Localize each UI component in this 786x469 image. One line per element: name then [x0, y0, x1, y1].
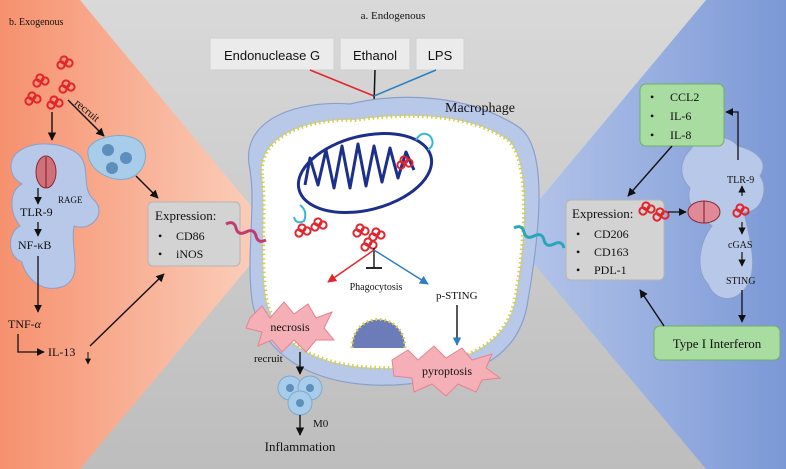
- sting-label: STING: [726, 276, 755, 287]
- recruit-arrow-left: [67, 99, 105, 137]
- tlr9-right-label: TLR-9: [727, 175, 754, 186]
- left-expression-item-cd86: CD86: [176, 229, 205, 243]
- right-expression-box: [565, 199, 665, 281]
- tnf-to-il13-arrow: [17, 334, 45, 356]
- right-expression-item-cd206: CD206: [594, 227, 629, 241]
- stimulus-ethanol-label: Ethanol: [353, 48, 397, 63]
- right-macrophage: [681, 136, 765, 299]
- tlr9-to-cytokine-arrow: [725, 108, 739, 160]
- mtdna-strand-icon: [293, 204, 307, 224]
- right-expression-title: Expression:: [572, 206, 633, 221]
- recruited-cells-icon: [87, 135, 146, 180]
- left-expression-bullet-1: •: [158, 229, 162, 243]
- left-expression-item-inos: iNOS: [176, 247, 203, 261]
- endogenous-title: a. Endogenous: [361, 10, 426, 22]
- rage-receptor-icon: [35, 155, 57, 189]
- interferon-to-expression-arrow: [639, 289, 665, 327]
- necrosis-burst: [245, 301, 336, 353]
- recruit-label-center: recruit: [254, 353, 283, 365]
- right-expression-bullet-1: •: [576, 227, 580, 241]
- right-receptor-icon: [513, 225, 566, 249]
- cytokine-bullet-2: •: [650, 109, 654, 123]
- left-expression-bullet-2: •: [158, 247, 162, 261]
- red-arrow-necrosis: [327, 249, 375, 283]
- tlr9-receptor-icon: [687, 200, 721, 224]
- tlr9-left-label: TLR-9: [20, 205, 53, 219]
- il13-label: IL-13: [48, 345, 75, 359]
- exogenous-panel: [0, 0, 275, 469]
- cytokine-to-expression-arrow: [627, 145, 673, 197]
- ethanol-line: [373, 69, 376, 105]
- right-expression-item-cd163: CD163: [594, 245, 629, 259]
- interferon-label: Type I Interferon: [673, 336, 762, 351]
- lps-line: [373, 69, 437, 97]
- right-expression-bullet-2: •: [576, 245, 580, 259]
- stimulus-endonuclease-label: Endonuclease G: [224, 48, 320, 63]
- cytokine-il6: IL-6: [670, 109, 691, 123]
- exogenous-title: b. Exogenous: [9, 17, 64, 28]
- phagocytosis-label: Phagocytosis: [350, 282, 403, 293]
- m0-label: M0: [313, 418, 329, 430]
- cytokine-ccl2: CCL2: [670, 90, 699, 104]
- macrophage-label: Macrophage: [445, 101, 515, 116]
- cytokine-bullet-3: •: [650, 128, 654, 142]
- right-expression-item-pdl1: PDL-1: [594, 263, 627, 277]
- psting-label: p-STING: [436, 290, 478, 302]
- tnf-prefix: TNF-: [8, 317, 35, 331]
- recruited-to-expression-arrow: [135, 175, 159, 199]
- pyroptosis-label: pyroptosis: [422, 364, 472, 378]
- stimulus-box-endonuclease: [209, 37, 335, 71]
- exogenous-macrophage: [10, 143, 100, 289]
- endonuclease-line: [309, 69, 375, 97]
- blue-arrow-psting: [373, 249, 429, 285]
- rage-label: RAGE: [58, 195, 83, 205]
- stimulus-box-lps: [415, 37, 465, 71]
- nfkb-label: NF-κB: [18, 238, 51, 252]
- tnf-alpha: α: [35, 317, 42, 331]
- left-expression-title: Expression:: [155, 208, 216, 223]
- m0-cells-icon: [277, 375, 323, 416]
- right-expression-bullet-3: •: [576, 263, 580, 277]
- cytokine-bullet-1: •: [650, 90, 654, 104]
- pyroptosis-burst: [391, 345, 502, 397]
- inflammation-label: Inflammation: [265, 439, 336, 454]
- interferon-box: [653, 325, 781, 361]
- stimulus-lps-label: LPS: [428, 48, 453, 63]
- necrosis-label: necrosis: [270, 320, 310, 334]
- cgas-label: cGAS: [728, 240, 752, 251]
- tnf-label: TNF-α: [8, 317, 42, 331]
- cytokine-il8: IL-8: [670, 128, 691, 142]
- membrane-pore: [350, 318, 407, 349]
- il13-to-expression-arrow: [89, 273, 165, 347]
- left-receptor-icon: [225, 221, 267, 243]
- cytokine-box: [639, 83, 725, 147]
- mtdna-strand-icon: [415, 132, 434, 151]
- mitochondrion-cristae: [303, 142, 416, 190]
